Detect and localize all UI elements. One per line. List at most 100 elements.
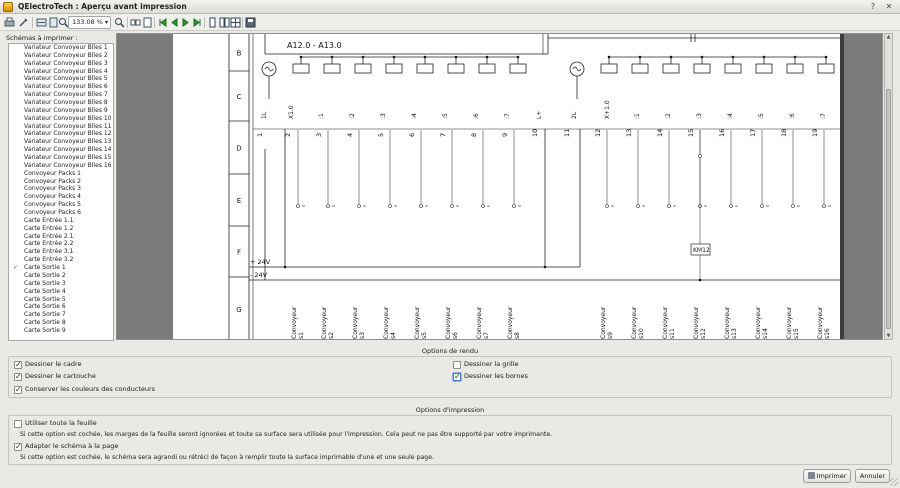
schema-list-item[interactable]: Carte Sortie 2 <box>9 272 113 280</box>
full-page-description: Si cette option est cochée, les marges d… <box>20 431 553 438</box>
single-page-icon[interactable] <box>207 17 218 28</box>
schema-list-item[interactable]: Carte Entrée 2.2 <box>9 240 113 248</box>
schema-list-item-label: Variateur Convoyeur Blles 3 <box>24 59 108 67</box>
fit-page-icon[interactable] <box>48 17 59 28</box>
resize-grip[interactable] <box>890 478 898 486</box>
schema-list-item[interactable]: Carte Sortie 8 <box>9 319 113 327</box>
draw-grid-checkbox[interactable] <box>453 361 461 369</box>
convoyeur-word: Convoyeur <box>693 306 700 339</box>
schema-list-item[interactable]: Variateur Convoyeur Blles 10 <box>9 115 113 123</box>
schema-list-item[interactable]: Carte Sortie 9 <box>9 327 113 335</box>
schema-list-item[interactable]: Convoyeur Packs 5 <box>9 201 113 209</box>
terminal-label: :7 <box>820 113 827 119</box>
scroll-thumb[interactable] <box>886 89 891 329</box>
schema-list-item[interactable]: Carte Sortie 7 <box>9 311 113 319</box>
draw-frame-checkbox[interactable] <box>14 360 22 369</box>
relay-coil <box>662 63 680 74</box>
print-button[interactable]: Imprimer <box>803 469 851 483</box>
help-icon[interactable]: ? <box>870 2 876 11</box>
schema-list-item[interactable]: Variateur Convoyeur Blles 13 <box>9 138 113 146</box>
schema-list-item[interactable]: Convoyeur Packs 4 <box>9 193 113 201</box>
schema-list-item[interactable]: Carte Entrée 3.1 <box>9 248 113 256</box>
schema-list-item[interactable]: Variateur Convoyeur Blles 1 <box>9 44 113 52</box>
draw-titleblock-checkbox[interactable] <box>14 372 22 381</box>
schema-list-item[interactable]: Variateur Convoyeur Blles 9 <box>9 107 113 115</box>
draw-terminals-label: Dessiner les bornes <box>464 372 528 380</box>
schema-list-item[interactable]: Carte Entrée 3.2 <box>9 256 113 264</box>
schema-list-item[interactable]: Variateur Convoyeur Blles 6 <box>9 83 113 91</box>
schema-list-item[interactable]: Variateur Convoyeur Blles 3 <box>9 60 113 68</box>
schema-list-item[interactable]: Variateur Convoyeur Blles 5 <box>9 75 113 83</box>
terminal-label: :5 <box>442 113 449 119</box>
convoyeur-word: Convoyeur <box>662 306 669 339</box>
schema-list-item[interactable]: Variateur Convoyeur Blles 4 <box>9 68 113 76</box>
schema-list-item[interactable]: Variateur Convoyeur Blles 11 <box>9 123 113 131</box>
column-number: 5 <box>377 133 385 137</box>
scroll-up-icon[interactable]: ▲ <box>886 34 891 40</box>
previous-page-icon[interactable] <box>169 17 180 28</box>
portrait-icon[interactable] <box>130 17 141 28</box>
last-page-icon[interactable] <box>192 17 203 28</box>
convoyeur-word: Convoyeur <box>291 306 298 339</box>
close-icon[interactable]: ✕ <box>885 2 893 11</box>
schema-list-item[interactable]: Carte Sortie 3 <box>9 280 113 288</box>
schema-list-item-label: Carte Sortie 9 <box>24 326 66 334</box>
schema-list-item[interactable]: Carte Sortie 6 <box>9 303 113 311</box>
scroll-down-icon[interactable]: ▼ <box>886 333 891 339</box>
schema-list-item[interactable]: Convoyeur Packs 1 <box>9 170 113 178</box>
schema-list-item[interactable]: Convoyeur Packs 2 <box>9 178 113 186</box>
schema-list-item[interactable]: Variateur Convoyeur Blles 12 <box>9 130 113 138</box>
module-right-wave <box>572 66 582 72</box>
print-button-label: Imprimer <box>816 472 847 480</box>
relay-coil <box>292 63 310 74</box>
full-page-checkbox[interactable] <box>14 420 22 428</box>
facing-pages-icon[interactable] <box>219 17 230 28</box>
save-icon[interactable] <box>245 17 256 28</box>
keep-colors-checkbox[interactable] <box>14 385 22 394</box>
relay-label: KM12 <box>693 247 710 254</box>
schema-list-item[interactable]: Carte Entrée 1.2 <box>9 225 113 233</box>
schema-list-item[interactable]: ✓Carte Sortie 1 <box>9 264 113 272</box>
schema-list-item[interactable]: Variateur Convoyeur Blles 8 <box>9 99 113 107</box>
zoom-out-icon[interactable] <box>58 17 69 28</box>
schema-list-item[interactable]: Variateur Convoyeur Blles 16 <box>9 162 113 170</box>
schema-list-item[interactable]: Convoyeur Packs 3 <box>9 185 113 193</box>
schema-list-item[interactable]: Variateur Convoyeur Blles 2 <box>9 52 113 60</box>
overview-icon[interactable] <box>230 17 241 28</box>
first-page-icon[interactable] <box>157 17 168 28</box>
convoyeur-id: s7 <box>483 332 490 339</box>
terminal-label: :6 <box>473 113 480 119</box>
cancel-button[interactable]: Annuler <box>855 469 890 483</box>
schema-list-item[interactable]: Convoyeur Packs 6 <box>9 209 113 217</box>
zoom-combo[interactable]: 133.08 %▾ <box>68 16 111 29</box>
schema-list-item[interactable]: Carte Sortie 5 <box>9 296 113 304</box>
schema-list-item[interactable]: Variateur Convoyeur Blles 14 <box>9 146 113 154</box>
next-page-icon[interactable] <box>180 17 191 28</box>
schema-list-item-label: Carte Entrée 3.1 <box>24 248 74 256</box>
landscape-icon[interactable] <box>142 17 153 28</box>
draw-terminals-checkbox[interactable] <box>453 372 461 381</box>
convoyeur-id: s16 <box>824 328 831 339</box>
convoyeur-id: s5 <box>421 332 428 339</box>
schema-list-item[interactable]: Variateur Convoyeur Blles 7 <box>9 91 113 99</box>
contact-terminal <box>636 204 640 208</box>
convoyeur-word: Convoyeur <box>383 306 390 339</box>
print-icon[interactable] <box>4 17 15 28</box>
chevron-down-icon: ▾ <box>104 19 108 26</box>
fit-page-checkbox[interactable] <box>14 442 22 451</box>
check-icon[interactable]: ✓ <box>13 264 19 272</box>
preview-scrollbar[interactable]: ▲ ▼ <box>884 33 893 340</box>
zoom-in-icon[interactable] <box>114 17 125 28</box>
page-setup-icon[interactable] <box>18 17 29 28</box>
terminal-label: :2 <box>349 113 356 119</box>
schema-list-item[interactable]: Carte Entrée 2.1 <box>9 233 113 241</box>
convoyeur-id: s14 <box>762 328 769 339</box>
schema-list-item[interactable]: Carte Entrée 1.1 <box>9 217 113 225</box>
relay-coil <box>447 63 465 74</box>
schema-list-item[interactable]: Variateur Convoyeur Blles 15 <box>9 154 113 162</box>
column-number: 9 <box>501 133 509 137</box>
fit-width-icon[interactable] <box>36 17 47 28</box>
schema-list-item[interactable]: Carte Sortie 4 <box>9 288 113 296</box>
